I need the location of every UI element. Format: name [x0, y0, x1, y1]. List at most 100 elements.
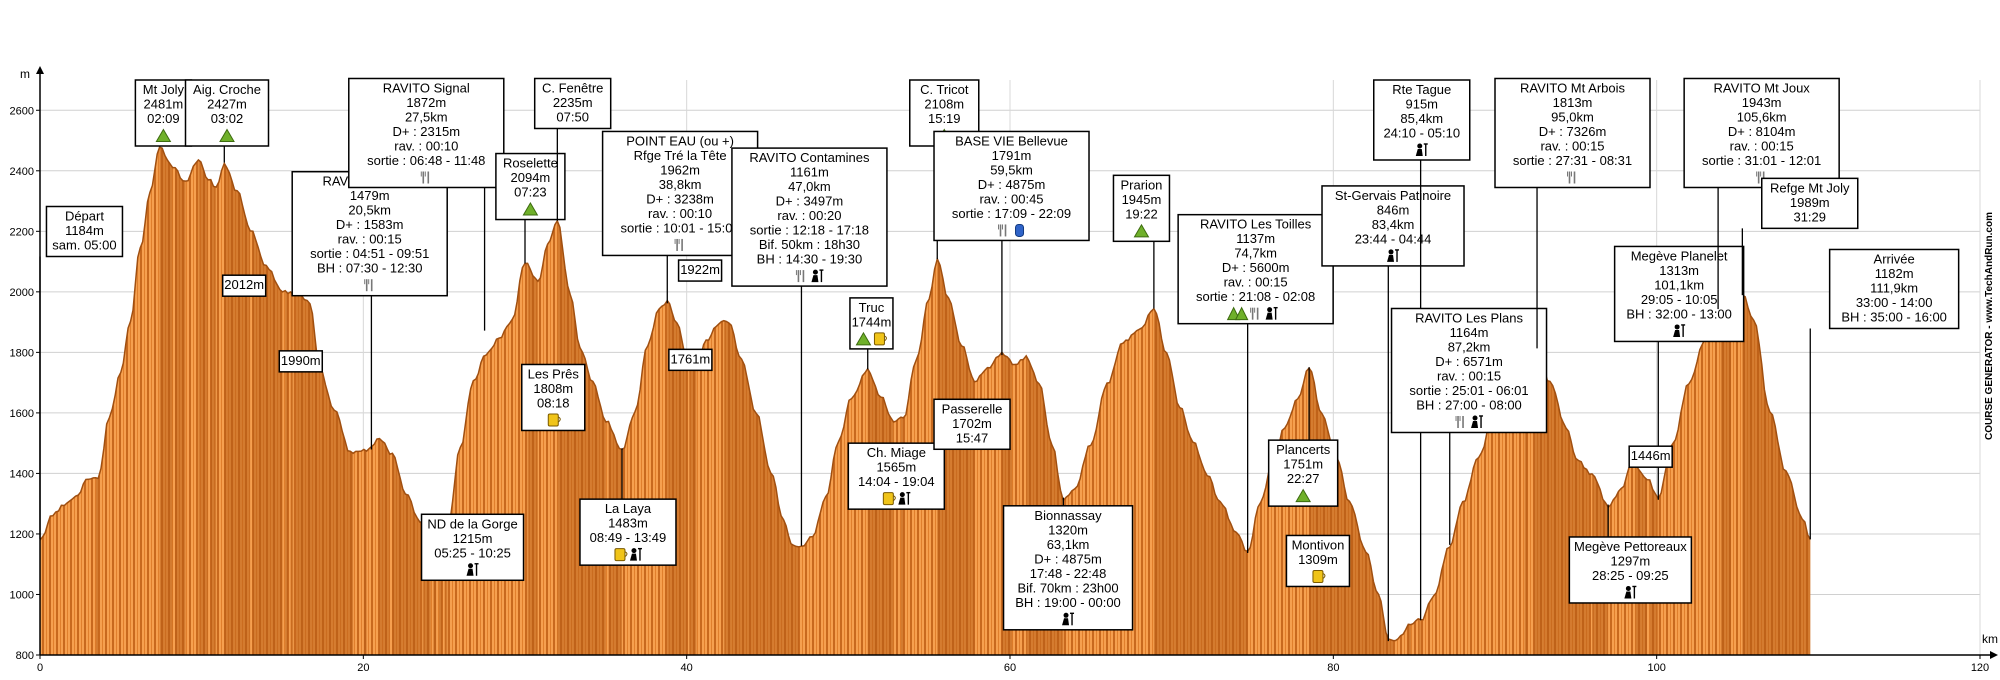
label-line: 1297m — [1610, 553, 1650, 568]
profile-shade — [1786, 470, 1789, 655]
x-tick-label: 100 — [1647, 662, 1665, 674]
profile-shade — [1791, 483, 1795, 655]
profile-shade — [345, 440, 348, 655]
label-line: 27,5km — [405, 109, 448, 124]
profile-shade — [1547, 380, 1550, 655]
label-line: sortie : 12:18 - 17:18 — [750, 223, 869, 238]
profile-shade — [304, 299, 308, 655]
water-icon — [1312, 569, 1326, 583]
profile-shade — [1542, 360, 1545, 655]
profile-shade — [1225, 508, 1229, 655]
profile-shade — [247, 225, 251, 655]
label-line: Aig. Croche — [193, 82, 261, 97]
profile-shade — [1376, 590, 1379, 655]
profile-shade — [1794, 495, 1797, 655]
peak-icon — [522, 202, 539, 216]
profile-shade — [1772, 414, 1776, 655]
label-box — [847, 442, 946, 510]
profile-shade — [387, 449, 390, 655]
profile-shade — [669, 303, 673, 655]
profile-shade — [1365, 552, 1369, 655]
profile-shade — [1780, 455, 1784, 655]
profile-shade — [290, 291, 294, 655]
profile-shade — [1788, 476, 1792, 655]
profile-shade — [535, 278, 538, 655]
label-line: 1164m — [1450, 325, 1489, 340]
profile-shade — [1802, 519, 1805, 655]
profile-shade — [773, 476, 776, 655]
profile-shade — [870, 373, 873, 655]
profile-shade — [1748, 307, 1751, 655]
label-line: rav. : 00:10 — [648, 206, 712, 221]
label-box — [668, 348, 713, 372]
profile-shade — [1769, 411, 1773, 655]
profile-shade — [1166, 352, 1170, 655]
profile-shade — [684, 351, 687, 655]
profile-shade — [691, 356, 694, 655]
label-line: 1744m — [852, 314, 892, 329]
label-line: RAVITO Mt Joux — [1713, 80, 1810, 95]
profile-shade — [379, 438, 383, 655]
profile-shade — [255, 239, 259, 655]
label-line: D+ : 2315m — [392, 124, 460, 139]
water-icon — [882, 492, 896, 506]
bh-icon — [1387, 249, 1400, 262]
profile-shade — [744, 365, 748, 655]
profile-shade — [1408, 624, 1411, 655]
profile-shade — [1354, 514, 1358, 655]
label-line: Montivon — [1292, 537, 1345, 552]
profile-shade — [314, 335, 318, 655]
profile-shade — [667, 300, 670, 655]
profile-shade — [570, 294, 573, 655]
profile-shade — [1720, 307, 1724, 655]
label-line: 1565m — [876, 460, 916, 475]
profile-shade — [213, 186, 217, 655]
label-line: 1313m — [1659, 263, 1699, 278]
profile-shade — [1209, 476, 1213, 655]
label-line: BH : 32:00 - 13:00 — [1626, 306, 1732, 321]
label-line: D+ : 4875m — [1034, 551, 1102, 566]
profile-shade — [747, 380, 751, 655]
profile-shade — [689, 355, 692, 655]
label-line: Rfge Tré la Tête — [634, 148, 727, 163]
profile-shade — [948, 298, 952, 655]
profile-shade — [1214, 494, 1218, 655]
profile-shade — [770, 472, 774, 655]
label-line: 02:09 — [147, 111, 180, 126]
label-line: 15:19 — [928, 111, 961, 126]
label-line: Les Prês — [528, 366, 580, 381]
label-line: 1702m — [952, 416, 992, 431]
profile-shade — [414, 512, 418, 655]
label-box — [278, 350, 324, 373]
label-line: Megève Pettoreaux — [1574, 539, 1687, 554]
label-line: 19:22 — [1125, 206, 1158, 221]
profile-shade — [295, 294, 299, 655]
profile-shade — [263, 264, 267, 655]
profile-shade — [1228, 518, 1231, 655]
profile-shade — [252, 231, 256, 655]
label-box — [579, 498, 677, 566]
label-line: BH : 19:00 - 00:00 — [1015, 595, 1121, 610]
label-line: Passerelle — [942, 401, 1003, 416]
label-line: sortie : 17:09 - 22:09 — [952, 206, 1071, 221]
x-axis-unit: km — [1982, 632, 1998, 646]
profile-shade — [1314, 382, 1317, 655]
profile-shade — [567, 285, 571, 655]
label-line: 1446m — [1631, 448, 1671, 463]
label-line: Plancerts — [1276, 442, 1331, 457]
food-icon — [1567, 171, 1576, 184]
profile-shade — [731, 325, 734, 655]
waypoint-label: 2012m — [221, 274, 267, 297]
label-line: 2108m — [924, 97, 964, 112]
label-line: La Laya — [605, 501, 652, 516]
